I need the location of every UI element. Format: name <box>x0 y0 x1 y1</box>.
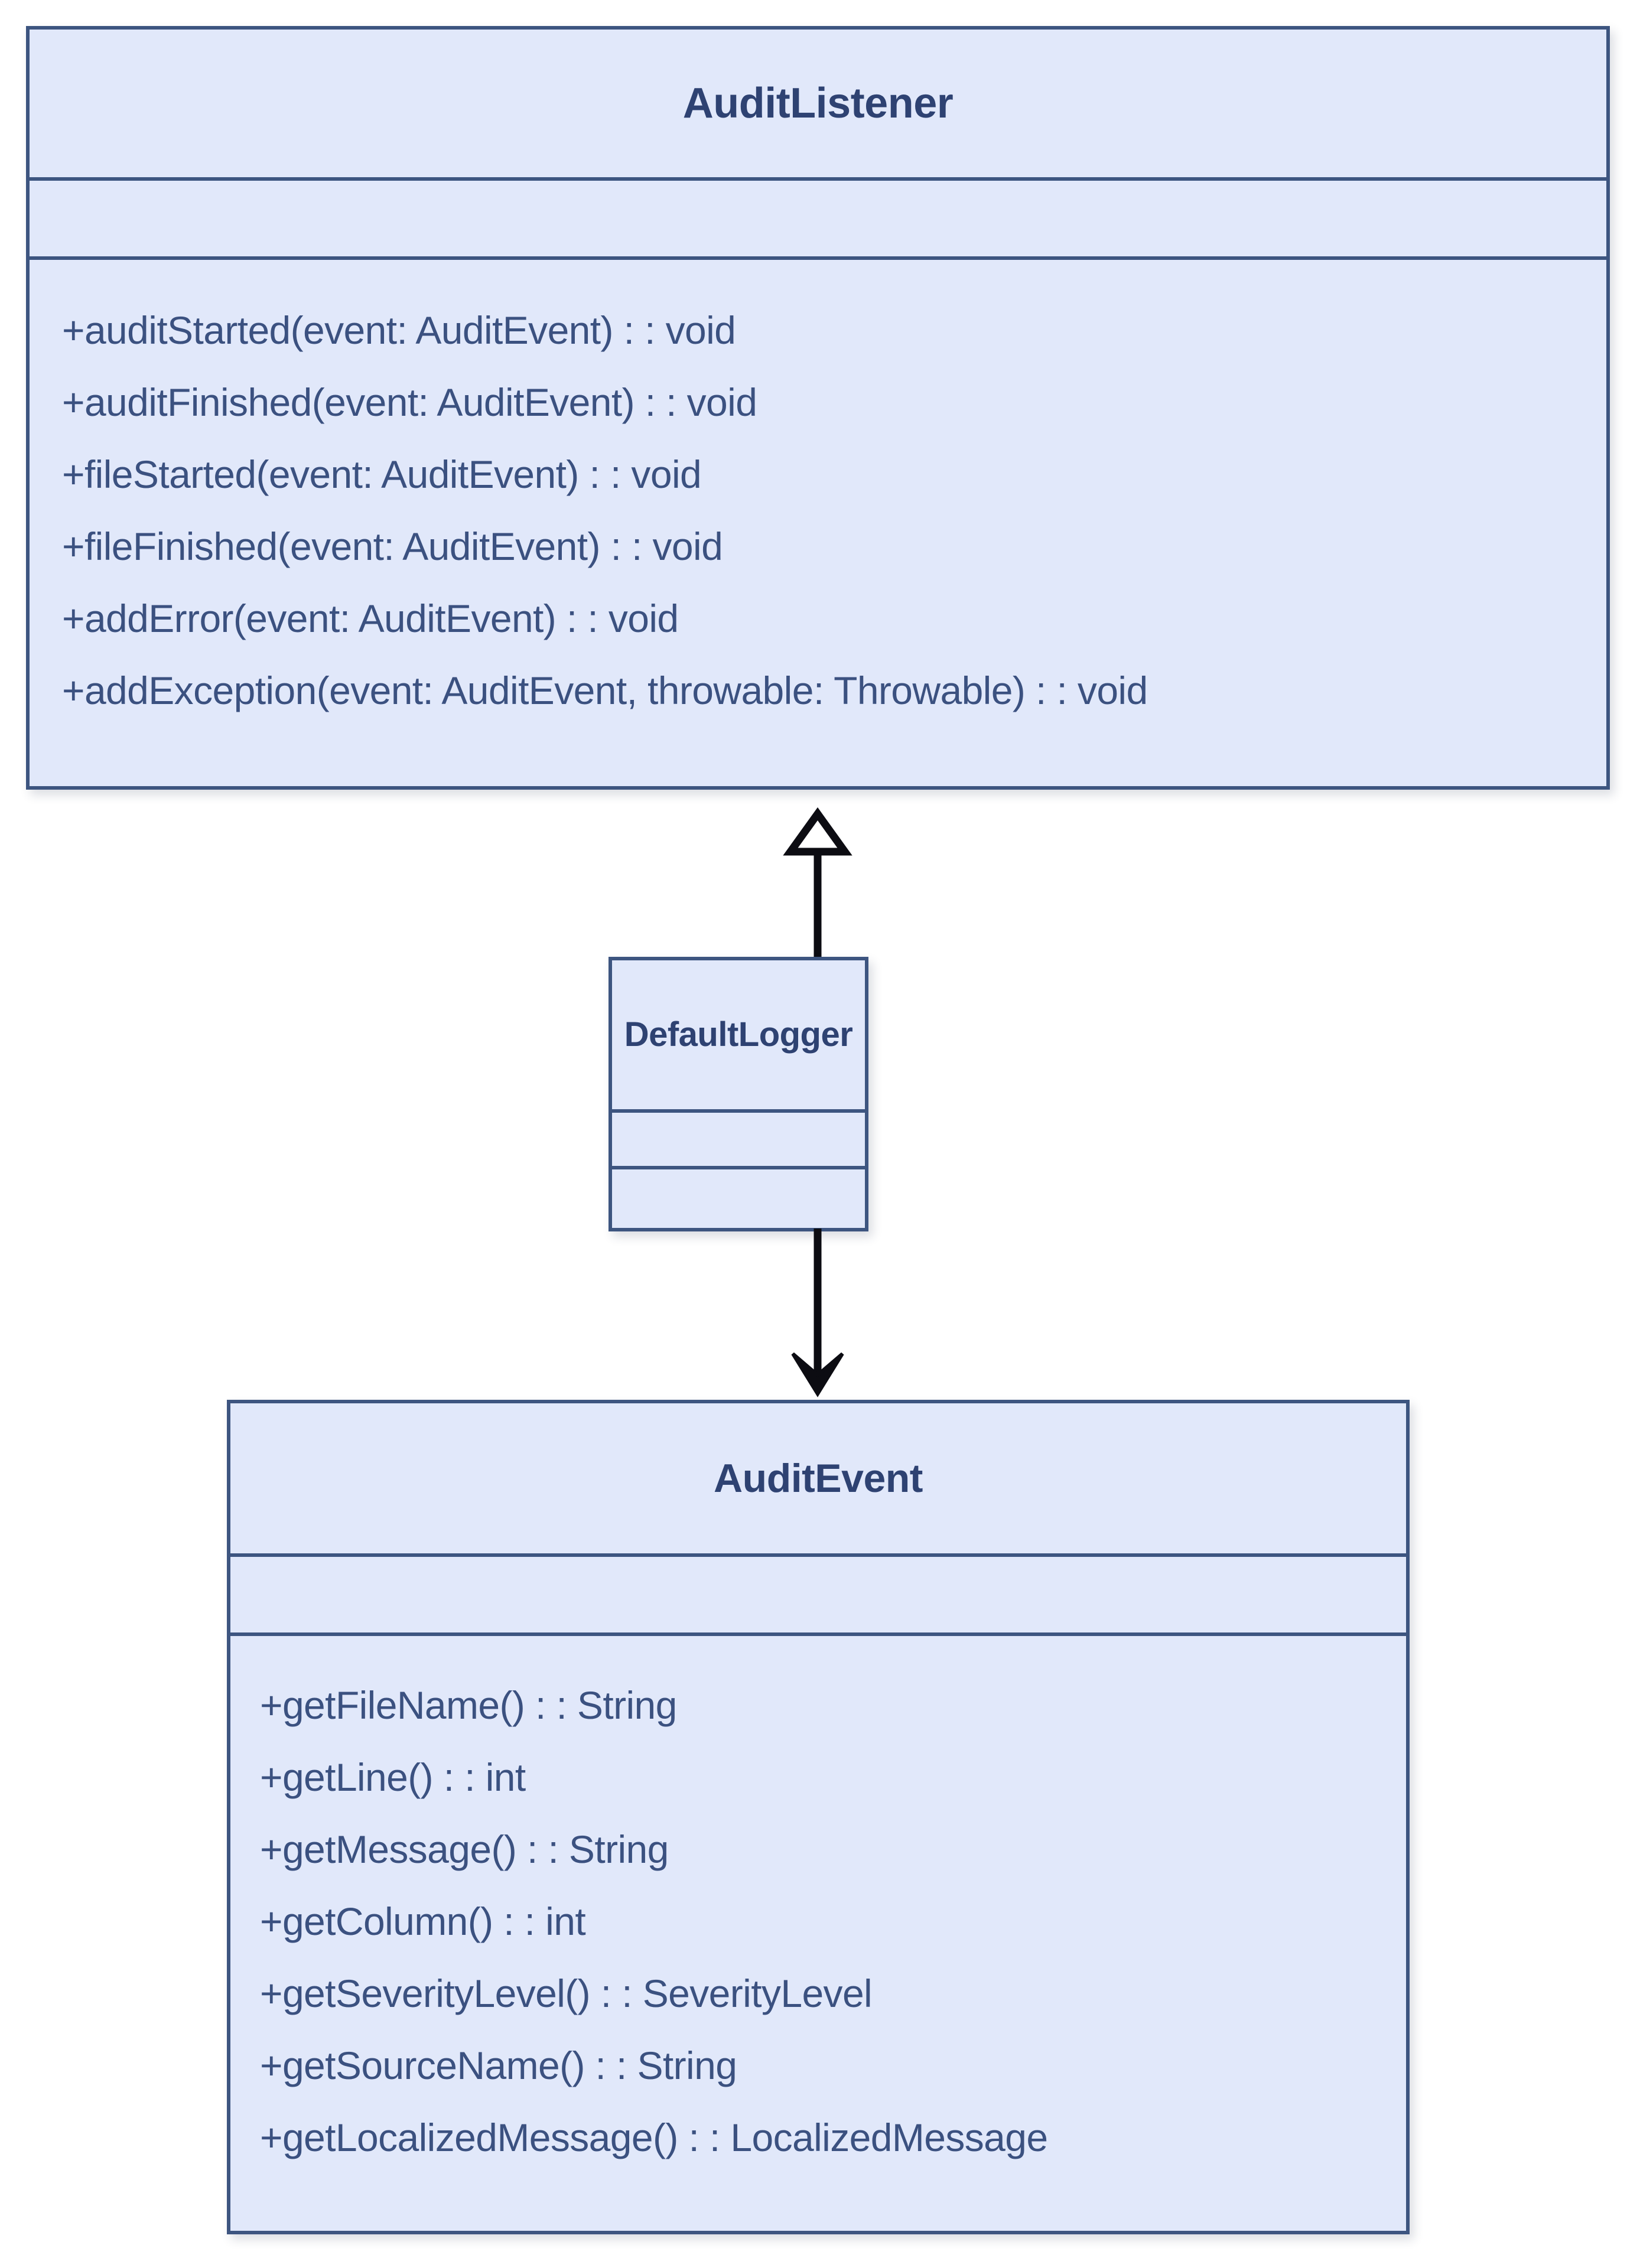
method-item: +getColumn() : : int <box>260 1899 586 1943</box>
method-item: +getSourceName() : : String <box>260 2044 737 2087</box>
class-title-defaultlogger: DefaultLogger <box>612 960 865 1109</box>
class-attributes-auditevent <box>230 1553 1406 1632</box>
hollow-triangle-arrowhead-icon <box>783 807 852 856</box>
method-item: +addError(event: AuditEvent) : : void <box>62 597 679 640</box>
uml-class-auditlistener[interactable]: AuditListener +auditStarted(event: Audit… <box>26 26 1610 790</box>
method-item: +getMessage() : : String <box>260 1827 669 1871</box>
method-item: +auditStarted(event: AuditEvent) : : voi… <box>62 308 736 352</box>
method-item: +fileStarted(event: AuditEvent) : : void <box>62 452 702 496</box>
class-methods-auditlistener: +auditStarted(event: AuditEvent) : : voi… <box>30 256 1606 786</box>
class-title-auditevent: AuditEvent <box>230 1403 1406 1553</box>
class-attributes-defaultlogger <box>612 1109 865 1166</box>
generalization-connector-defaultlogger-to-auditlistener <box>783 807 852 969</box>
class-methods-auditevent: +getFileName() : : String +getLine() : :… <box>230 1632 1406 2231</box>
method-item: +getFileName() : : String <box>260 1683 677 1727</box>
method-item: +addException(event: AuditEvent, throwab… <box>62 669 1148 712</box>
class-attributes-auditlistener <box>30 177 1606 256</box>
uml-class-auditevent[interactable]: AuditEvent +getFileName() : : String +ge… <box>227 1400 1410 2234</box>
dependency-connector-defaultlogger-to-auditevent <box>791 1228 844 1397</box>
method-item: +fileFinished(event: AuditEvent) : : voi… <box>62 524 723 568</box>
method-item: +auditFinished(event: AuditEvent) : : vo… <box>62 380 757 424</box>
class-methods-defaultlogger <box>612 1166 865 1228</box>
method-item: +getLine() : : int <box>260 1755 526 1799</box>
uml-class-defaultlogger[interactable]: DefaultLogger <box>609 957 868 1231</box>
method-item: +getSeverityLevel() : : SeverityLevel <box>260 1972 873 2015</box>
method-item: +getLocalizedMessage() : : LocalizedMess… <box>260 2116 1048 2159</box>
class-title-auditlistener: AuditListener <box>30 30 1606 177</box>
open-arrowhead-icon <box>791 1352 844 1397</box>
